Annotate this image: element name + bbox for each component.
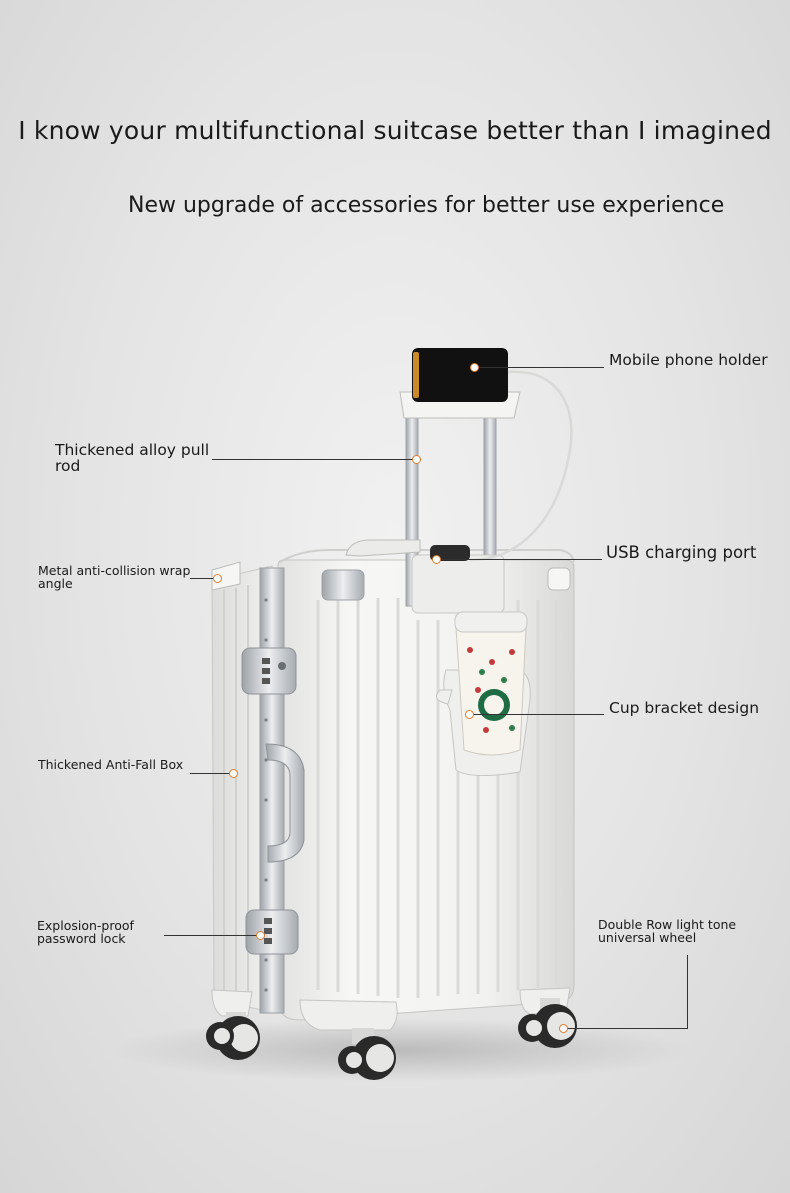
label-lock-line2: password lock bbox=[37, 931, 126, 947]
label-wheel-line2: universal wheel bbox=[598, 930, 697, 946]
wheel-rear-right bbox=[518, 998, 577, 1048]
label-usb-port: USB charging port bbox=[606, 543, 757, 562]
label-lock: Explosion-proof password lock bbox=[37, 919, 134, 945]
leader-anti-fall bbox=[190, 773, 233, 774]
leader-usb-port bbox=[436, 559, 602, 560]
label-wrap-angle-line1: Metal anti-collision wrap bbox=[38, 563, 191, 578]
label-wheel-line1: Double Row light tone bbox=[598, 917, 737, 932]
corner-guard-left bbox=[211, 561, 241, 591]
leader-cup-bracket bbox=[469, 714, 604, 715]
corner-guard-top-right bbox=[547, 567, 571, 591]
dot-usb-port bbox=[432, 555, 441, 564]
label-cup-bracket: Cup bracket design bbox=[609, 699, 760, 717]
leader-pull-rod bbox=[212, 459, 416, 460]
wheel-front-left bbox=[206, 1012, 260, 1060]
dot-wrap-angle bbox=[213, 574, 222, 583]
headline: I know your multifunctional suitcase bet… bbox=[18, 116, 772, 145]
leader-phone-holder bbox=[474, 367, 604, 368]
leader-lock bbox=[164, 935, 260, 936]
charging-cable bbox=[469, 370, 573, 562]
top-handle bbox=[345, 539, 421, 557]
label-lock-line1: Explosion-proof bbox=[37, 918, 134, 933]
label-wrap-angle-line2: angle bbox=[38, 576, 73, 592]
wheel-front-right bbox=[338, 1028, 396, 1080]
leader-wrap-angle bbox=[190, 578, 217, 579]
side-handle bbox=[265, 743, 305, 863]
dot-cup-bracket bbox=[465, 710, 474, 719]
dot-wheel bbox=[559, 1024, 568, 1033]
label-wheel: Double Row light tone universal wheel bbox=[598, 918, 736, 944]
label-wrap-angle: Metal anti-collision wrap angle bbox=[38, 564, 190, 590]
dot-anti-fall bbox=[229, 769, 238, 778]
rod-base bbox=[411, 554, 505, 614]
label-pull-rod-line2: rod bbox=[55, 457, 81, 476]
corner-guard-top-left bbox=[321, 569, 365, 601]
dot-pull-rod bbox=[412, 455, 421, 464]
phone bbox=[412, 348, 508, 402]
leader-wheel-vertical bbox=[687, 955, 688, 1029]
suitcase-front bbox=[277, 559, 575, 1021]
subheadline: New upgrade of accessories for better us… bbox=[128, 193, 725, 218]
label-pull-rod-line1: Thickened alloy pull bbox=[55, 441, 210, 459]
dot-phone-holder bbox=[470, 363, 479, 372]
label-phone-holder: Mobile phone holder bbox=[609, 351, 768, 369]
label-pull-rod: Thickened alloy pull rod bbox=[55, 442, 209, 475]
label-anti-fall: Thickened Anti-Fall Box bbox=[38, 757, 184, 772]
leader-wheel-horizontal bbox=[563, 1028, 688, 1029]
dot-lock bbox=[256, 931, 265, 940]
